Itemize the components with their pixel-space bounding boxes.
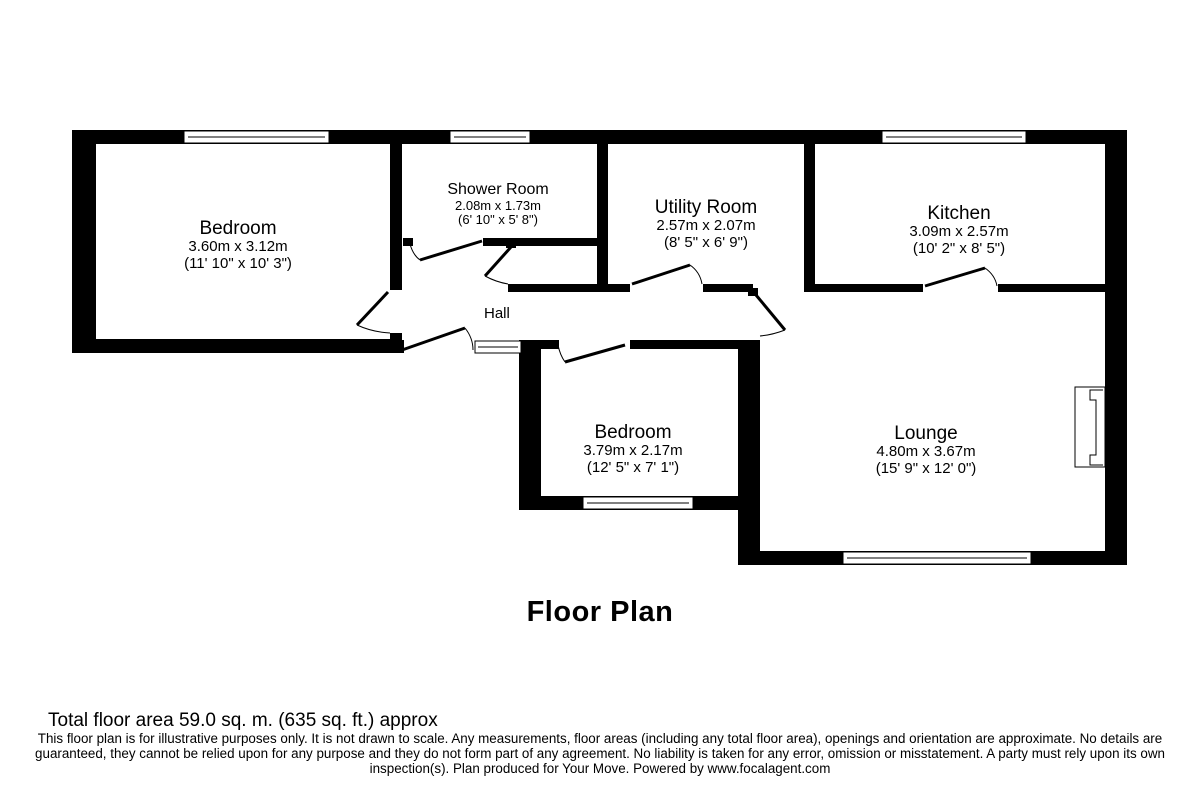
room-imperial: (10' 2" x 8' 5") [912,240,1006,258]
room-metric: 3.09m x 2.57m [909,223,1009,241]
walls [72,130,1127,565]
room-metric: 3.60m x 3.12m [188,238,288,256]
plan-title: Floor Plan [526,596,674,628]
room-name: Lounge [894,423,958,444]
room-shower-room: Shower Room 2.08m x 1.73m (6' 10" x 5' 8… [447,181,548,228]
room-imperial: (8' 5" x 6' 9") [664,234,748,252]
room-imperial: (15' 9" x 12' 0") [875,460,977,478]
room-lounge: Lounge 4.80m x 3.67m (15' 9" x 12' 0") [876,423,977,478]
room-name: Kitchen [927,203,991,224]
room-imperial: (11' 10" x 10' 3") [184,255,292,273]
room-utility-room: Utility Room 2.57m x 2.07m (8' 5" x 6' 9… [655,197,757,252]
room-name: Bedroom [594,422,672,443]
room-imperial: (6' 10" x 5' 8") [458,212,538,228]
room-metric: 2.08m x 1.73m [455,197,541,213]
room-bedroom-2: Bedroom 3.79m x 2.17m (12' 5" x 7' 1") [583,422,682,477]
windows [183,130,1106,565]
disclaimer-text: This floor plan is for illustrative purp… [35,731,1165,776]
doors [355,239,998,364]
room-name: Shower Room [447,181,549,198]
room-hall: Hall [484,305,510,322]
total-floor-area: Total floor area 59.0 sq. m. (635 sq. ft… [48,710,438,731]
room-metric: 4.80m x 3.67m [876,443,976,461]
room-metric: 3.79m x 2.17m [583,442,683,460]
room-kitchen: Kitchen 3.09m x 2.57m (10' 2" x 8' 5") [909,203,1008,258]
room-metric: 2.57m x 2.07m [656,217,756,235]
room-bedroom-1: Bedroom 3.60m x 3.12m (11' 10" x 10' 3") [184,218,292,273]
room-name: Utility Room [654,197,758,218]
room-name: Bedroom [199,218,277,239]
room-imperial: (12' 5" x 7' 1") [586,459,680,477]
